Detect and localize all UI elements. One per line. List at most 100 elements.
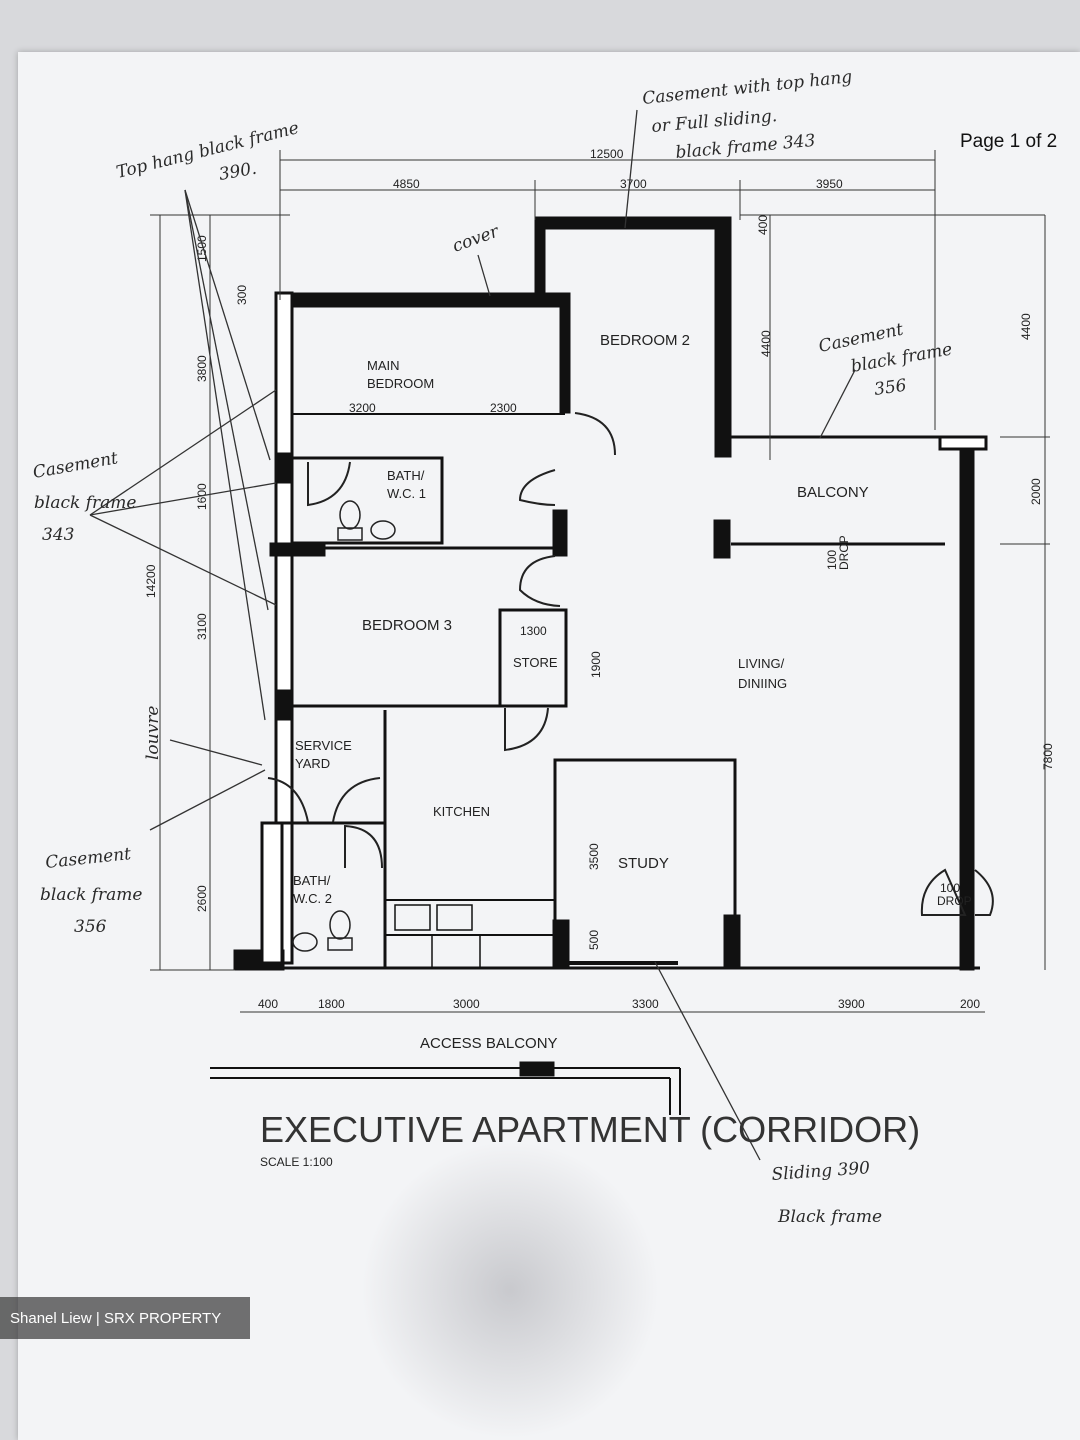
- label-main-bedroom-2: BEDROOM: [367, 376, 434, 391]
- dimension-labels: 12500 4850 3700 3950 400 1800 3000 3300 …: [144, 147, 1055, 1011]
- wall-right-outer: [959, 436, 975, 971]
- page-label: Page 1 of 2: [960, 131, 1058, 152]
- dim-store-height: 1900: [589, 651, 603, 678]
- dim-inner-bedroom2: 4400: [759, 330, 773, 357]
- note-top-hung-2: 390.: [217, 159, 258, 185]
- dim-main-1: 3200: [349, 401, 376, 415]
- dim-study-height: 3500: [587, 843, 601, 870]
- wall-pier-1: [275, 452, 293, 484]
- label-drop-a-2: DROP: [837, 535, 851, 570]
- wall-divider-1: [559, 292, 571, 414]
- drop-arc-2: [974, 869, 994, 916]
- dim-top-3: 3950: [816, 177, 843, 191]
- watermark: Shanel Liew | SRX PROPERTY: [0, 1297, 250, 1339]
- wall-pier-2: [275, 689, 293, 721]
- note-casement-356b-2: black frame: [40, 885, 142, 905]
- note-casement-356b-3: 356: [74, 917, 107, 937]
- dim-right-2: 2000: [1029, 478, 1043, 505]
- label-store: STORE: [513, 655, 558, 670]
- dim-bottom-4: 3300: [632, 997, 659, 1011]
- note-louvre: louvre: [143, 706, 163, 760]
- wall-study-pier-right: [723, 914, 741, 969]
- label-service-yard-2: YARD: [295, 756, 330, 771]
- door-bedroom2: [574, 412, 616, 456]
- leader-sliding: [654, 961, 761, 1161]
- note-sliding-2: Black frame: [777, 1207, 882, 1227]
- wall-bed3-corner: [269, 542, 326, 557]
- leader-cover: [477, 254, 491, 297]
- note-sliding-1: Sliding 390: [771, 1158, 871, 1185]
- doors: [267, 412, 994, 916]
- toilet-2-tank: [327, 937, 353, 951]
- room-labels: MAIN BEDROOM BEDROOM 2 BEDROOM 3 BATH/ W…: [293, 332, 972, 1052]
- label-living-1: LIVING/: [738, 656, 785, 671]
- dim-right-1: 4400: [1019, 313, 1033, 340]
- basin-2: [292, 932, 318, 952]
- door-bath2: [344, 824, 383, 869]
- label-bedroom3: BEDROOM 3: [362, 617, 452, 634]
- label-bath2-2: W.C. 2: [293, 891, 332, 906]
- dim-main-2: 2300: [490, 401, 517, 415]
- label-balcony: BALCONY: [797, 484, 869, 501]
- door-main-bedroom: [518, 469, 556, 506]
- label-main-bedroom-1: MAIN: [367, 358, 400, 373]
- label-drop-b-2: DROP: [937, 894, 972, 908]
- toilet-1-tank: [337, 527, 363, 541]
- wall-balcony-pier: [713, 519, 731, 559]
- dimension-lines: [150, 150, 1050, 1013]
- leader-casement-top: [624, 109, 638, 229]
- basin-1: [370, 520, 396, 540]
- dim-left-5: 3100: [195, 613, 209, 640]
- door-store: [504, 707, 549, 752]
- sink-2: [436, 904, 473, 931]
- bath1-walls: [290, 456, 444, 545]
- study-walls: [553, 758, 737, 970]
- plan-title: EXECUTIVE APARTMENT (CORRIDOR): [260, 1109, 920, 1150]
- dim-top-total: 12500: [590, 147, 624, 161]
- dim-bottom-5: 3900: [838, 997, 865, 1011]
- note-casement-343-1: Casement: [31, 448, 119, 483]
- dim-inner-top: 400: [756, 215, 770, 235]
- dim-bottom-6: 200: [960, 997, 980, 1011]
- leader-casement-343-3: [89, 514, 277, 606]
- note-casement-356b-1: Casement: [44, 844, 132, 873]
- label-drop-b-1: 100: [940, 881, 960, 895]
- label-service-yard-1: SERVICE: [295, 738, 352, 753]
- note-top-hung-1: Top hang black frame: [114, 118, 301, 183]
- toilet-1: [339, 500, 361, 530]
- dim-left-3: 3800: [195, 355, 209, 382]
- wall-bedroom2-left: [534, 216, 546, 308]
- dim-bottom-2: 1800: [318, 997, 345, 1011]
- bath2-window-wall: [260, 821, 284, 965]
- leader-top-hung-2: [184, 189, 269, 611]
- dim-left-4: 1600: [195, 483, 209, 510]
- plan-scale: SCALE 1:100: [260, 1155, 333, 1169]
- wall-bedroom2-right: [714, 216, 732, 458]
- wall-bed3-right-pier: [552, 509, 568, 557]
- wall-main-bedroom-top: [281, 292, 569, 308]
- note-casement-top-2: or Full sliding.: [651, 106, 778, 137]
- note-casement-343-2: black frame: [34, 493, 136, 513]
- dim-study-bottom: 500: [587, 930, 601, 950]
- label-kitchen: KITCHEN: [433, 804, 490, 819]
- label-access-balcony: ACCESS BALCONY: [420, 1035, 558, 1052]
- leader-casement-343-2: [89, 482, 277, 516]
- wall-right-cap: [938, 435, 988, 451]
- label-bath2-1: BATH/: [293, 873, 331, 888]
- note-casement-top-3: black frame 343: [675, 131, 816, 163]
- note-casement-343-3: 343: [42, 525, 74, 545]
- sink-1: [394, 904, 431, 931]
- dim-left-6: 2600: [195, 885, 209, 912]
- dim-top-1: 4850: [393, 177, 420, 191]
- door-bedroom3: [518, 555, 561, 607]
- gate: [519, 1061, 555, 1077]
- store-walls: [498, 608, 568, 708]
- note-casement-top-1: Casement with top hang: [641, 67, 853, 109]
- label-bath1-1: BATH/: [387, 468, 425, 483]
- paper-sheet: [18, 52, 1080, 1440]
- leader-top-hung-3: [184, 189, 266, 721]
- leader-casement-343-1: [89, 389, 277, 516]
- door-bath1: [307, 461, 351, 507]
- dim-store-width: 1300: [520, 624, 547, 638]
